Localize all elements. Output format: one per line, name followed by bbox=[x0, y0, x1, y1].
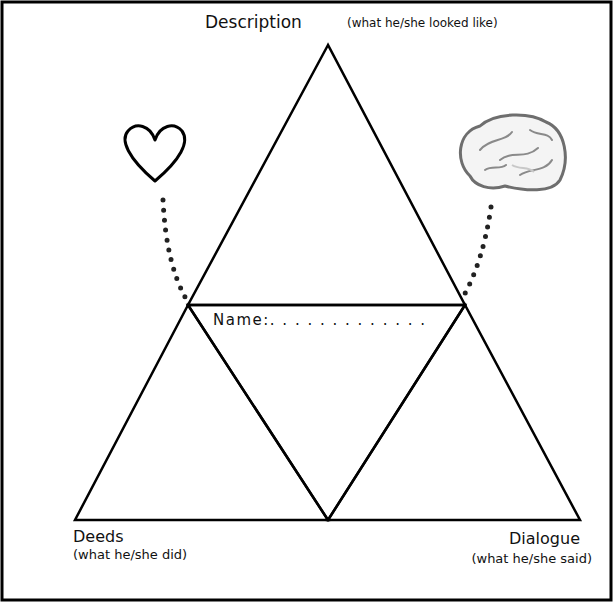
dotted-leader bbox=[463, 207, 491, 297]
brain-symbol bbox=[460, 115, 565, 190]
dialogue-triangle: Dialogue (what he/she said) bbox=[328, 305, 598, 582]
triangle-outline bbox=[188, 305, 465, 520]
deeds-triangle: Deeds (what he/she did) bbox=[70, 305, 328, 577]
name-field: Name:. . . . . . . . . . . . . bbox=[213, 312, 427, 329]
dotted-leader bbox=[163, 200, 185, 297]
description-triangle: Description (what he/she looked like) bbox=[188, 8, 508, 305]
name-triangle: Name:. . . . . . . . . . . . . bbox=[188, 305, 465, 520]
heading: Dialogue bbox=[509, 530, 580, 548]
subheading: (what he/she looked like) bbox=[347, 17, 498, 31]
subheading: (what he/she said) bbox=[471, 552, 592, 567]
heading: Deeds bbox=[73, 528, 124, 546]
heading: Description bbox=[205, 13, 302, 33]
heart-symbol bbox=[125, 126, 185, 181]
triangle-outline bbox=[188, 8, 508, 305]
subheading: (what he/she did) bbox=[73, 548, 187, 563]
